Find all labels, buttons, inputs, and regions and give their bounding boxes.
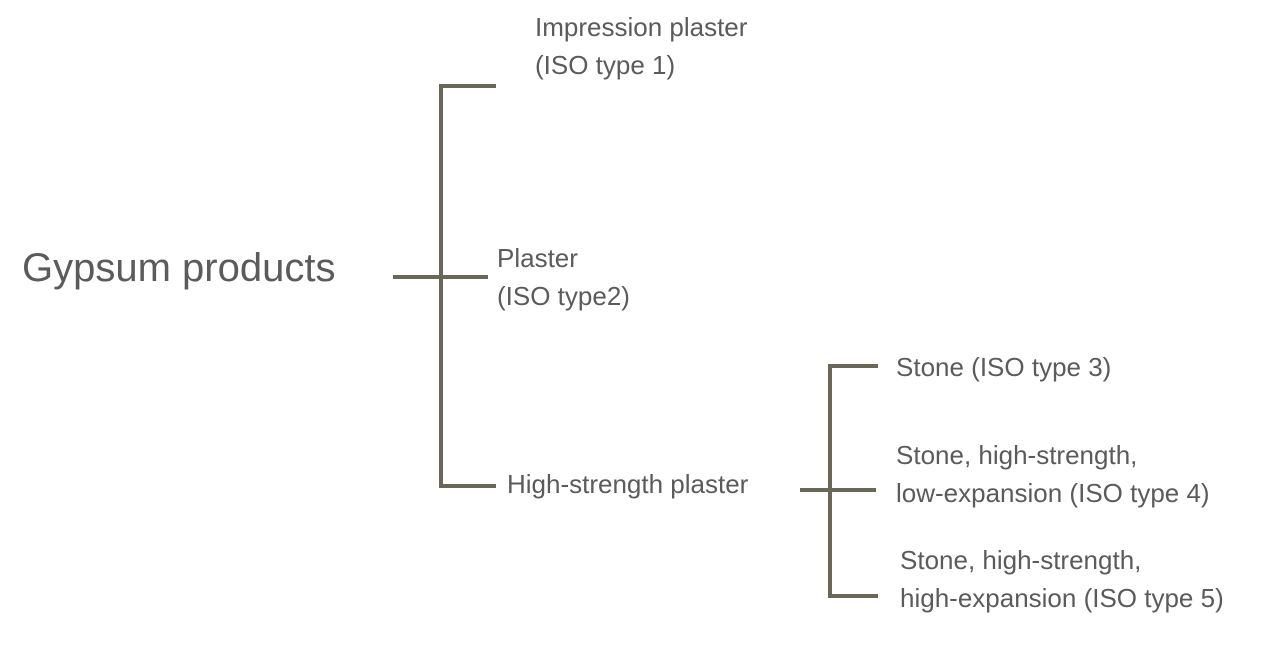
sub-node-stone-type3: Stone (ISO type 3) [896, 348, 1111, 386]
node-label-line1: Stone, high-strength, [896, 440, 1138, 470]
node-label-line2: (ISO type2) [497, 281, 630, 311]
branch-node-high-strength-plaster: High-strength plaster [507, 465, 748, 503]
root-node-label: Gypsum products [22, 246, 336, 290]
node-label-line2: (ISO type 1) [535, 50, 676, 80]
node-label-line2: high-expansion (ISO type 5) [900, 583, 1224, 613]
node-label-line1: High-strength plaster [507, 469, 749, 499]
node-label-line2: low-expansion (ISO type 4) [896, 478, 1210, 508]
sub-node-stone-type5: Stone, high-strength, high-expansion (IS… [900, 541, 1224, 617]
sub-node-stone-type4: Stone, high-strength, low-expansion (ISO… [896, 436, 1210, 512]
node-label-line1: Plaster [497, 243, 578, 273]
node-label-line1: Stone (ISO type 3) [896, 352, 1112, 382]
node-label-line1: Impression plaster [535, 12, 748, 42]
node-label-line1: Stone, high-strength, [900, 545, 1142, 575]
branch-node-impression-plaster: Impression plaster (ISO type 1) [535, 8, 747, 84]
branch-node-plaster: Plaster (ISO type2) [497, 239, 630, 315]
